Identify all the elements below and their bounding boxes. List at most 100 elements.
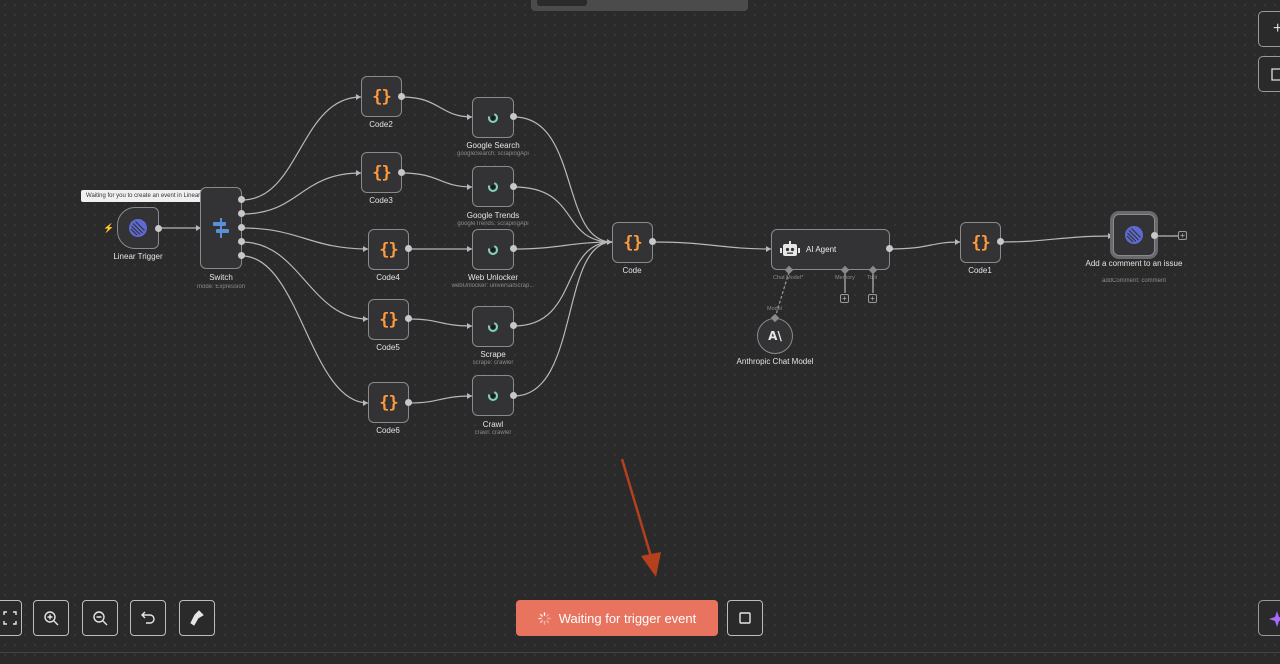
brightdata-icon: [488, 390, 498, 401]
scrape-node[interactable]: [472, 306, 514, 347]
anthropic-chat-model-node[interactable]: A\: [757, 318, 793, 354]
memory-port-label: Memory: [835, 275, 855, 281]
node-subtitle: addComment: comment: [1101, 278, 1167, 284]
anthropic-icon: A\: [768, 329, 782, 343]
output-port[interactable]: [886, 245, 893, 252]
output-port[interactable]: [238, 252, 245, 259]
google-trends-node[interactable]: [472, 166, 514, 207]
ai-agent-node[interactable]: AI Agent: [771, 229, 890, 270]
sparkle-icon: [1269, 611, 1280, 627]
conn-code2-gsearch: [401, 96, 473, 118]
tidy-up-button[interactable]: [179, 600, 215, 636]
switch-node[interactable]: [200, 187, 242, 269]
output-port[interactable]: [238, 196, 245, 203]
top-toolbar: [531, 0, 748, 11]
spinner-icon: [537, 611, 551, 625]
output-port[interactable]: [405, 315, 412, 322]
node-label: Google Search: [466, 141, 520, 150]
sticky-note-button[interactable]: [1258, 56, 1280, 92]
output-port[interactable]: [510, 322, 517, 329]
conn-unlocker-code: [513, 241, 613, 250]
output-port[interactable]: [1151, 232, 1158, 239]
code-icon: {}: [623, 232, 643, 253]
fit-view-icon: [3, 611, 17, 625]
output-port[interactable]: [398, 169, 405, 176]
conn-gtrends-code: [513, 186, 613, 243]
output-port[interactable]: [405, 399, 412, 406]
lightning-icon: ⚡: [103, 223, 115, 233]
output-port[interactable]: [238, 238, 245, 245]
conn-scrape-code: [513, 241, 613, 327]
zoom-in-icon: [44, 611, 59, 626]
annotation-arrow: [620, 458, 654, 561]
waiting-for-trigger-button[interactable]: Waiting for trigger event: [516, 600, 718, 636]
zoom-in-button[interactable]: [33, 600, 69, 636]
add-tool-button[interactable]: +: [868, 294, 877, 303]
node-subtitle: googleSearch: scrapingApi: [457, 151, 529, 157]
code6-node[interactable]: {}: [368, 382, 409, 423]
node-label: Scrape: [480, 350, 506, 359]
node-label: Code3: [369, 196, 393, 205]
bottom-divider: [0, 652, 1280, 653]
output-port[interactable]: [649, 238, 656, 245]
conn-code3-gtrends: [401, 172, 473, 188]
code-node[interactable]: {}: [612, 222, 653, 263]
conn-crawl-code: [513, 241, 613, 397]
linear-icon: [129, 219, 147, 237]
brightdata-icon: [488, 181, 498, 192]
fit-view-button[interactable]: [0, 600, 22, 636]
add-comment-node[interactable]: [1113, 214, 1155, 256]
node-label: Code1: [968, 266, 992, 275]
output-port[interactable]: [510, 113, 517, 120]
crawl-node[interactable]: [472, 375, 514, 416]
node-label: Code4: [376, 273, 400, 282]
node-label: Code5: [376, 343, 400, 352]
ask-ai-button[interactable]: [1258, 600, 1280, 636]
node-label: Web Unlocker: [467, 273, 519, 282]
output-port[interactable]: [398, 93, 405, 100]
node-label: Add a comment to an issue: [1085, 259, 1183, 268]
code2-node[interactable]: {}: [361, 76, 402, 117]
output-port[interactable]: [997, 238, 1004, 245]
web-unlocker-node[interactable]: [472, 229, 514, 270]
code1-node[interactable]: {}: [960, 222, 1001, 263]
output-port[interactable]: [510, 183, 517, 190]
add-memory-button[interactable]: +: [840, 294, 849, 303]
switch-icon: [213, 218, 229, 238]
trigger-tooltip: Waiting for you to create an event in Li…: [81, 190, 206, 202]
plus-icon: +: [1273, 20, 1280, 37]
code-icon: {}: [379, 309, 399, 330]
node-label: Linear Trigger: [113, 252, 163, 261]
add-next-node-button[interactable]: +: [1178, 231, 1187, 240]
linear-trigger-node[interactable]: [117, 207, 159, 249]
brightdata-icon: [488, 321, 498, 332]
output-port[interactable]: [510, 245, 517, 252]
node-label: Crawl: [482, 420, 504, 429]
conn-switch-code3: [241, 172, 362, 215]
google-search-node[interactable]: [472, 97, 514, 138]
output-port[interactable]: [238, 224, 245, 231]
top-toolbar-tab[interactable]: [537, 0, 587, 6]
zoom-out-button[interactable]: [82, 600, 118, 636]
code-icon: {}: [971, 232, 991, 253]
node-subtitle: googleTrends: scrapingApi: [457, 221, 529, 227]
annotation-arrowhead: [641, 552, 661, 577]
add-node-button[interactable]: +: [1258, 11, 1280, 47]
conn-agent-code1: [889, 241, 961, 250]
node-label: Switch: [209, 273, 233, 282]
code3-node[interactable]: {}: [361, 152, 402, 193]
brightdata-icon: [488, 112, 498, 123]
output-port[interactable]: [510, 392, 517, 399]
conn-model-agent: [774, 271, 790, 319]
code-icon: {}: [379, 239, 399, 260]
code5-node[interactable]: {}: [368, 299, 409, 340]
output-port[interactable]: [155, 225, 162, 232]
stop-execution-button[interactable]: [727, 600, 763, 636]
output-port[interactable]: [405, 245, 412, 252]
node-label: Code2: [369, 120, 393, 129]
node-subtitle: mode: Expression: [196, 284, 246, 290]
code4-node[interactable]: {}: [368, 229, 409, 270]
output-port[interactable]: [238, 210, 245, 217]
conn-switch-code2: [241, 96, 362, 201]
undo-button[interactable]: [130, 600, 166, 636]
